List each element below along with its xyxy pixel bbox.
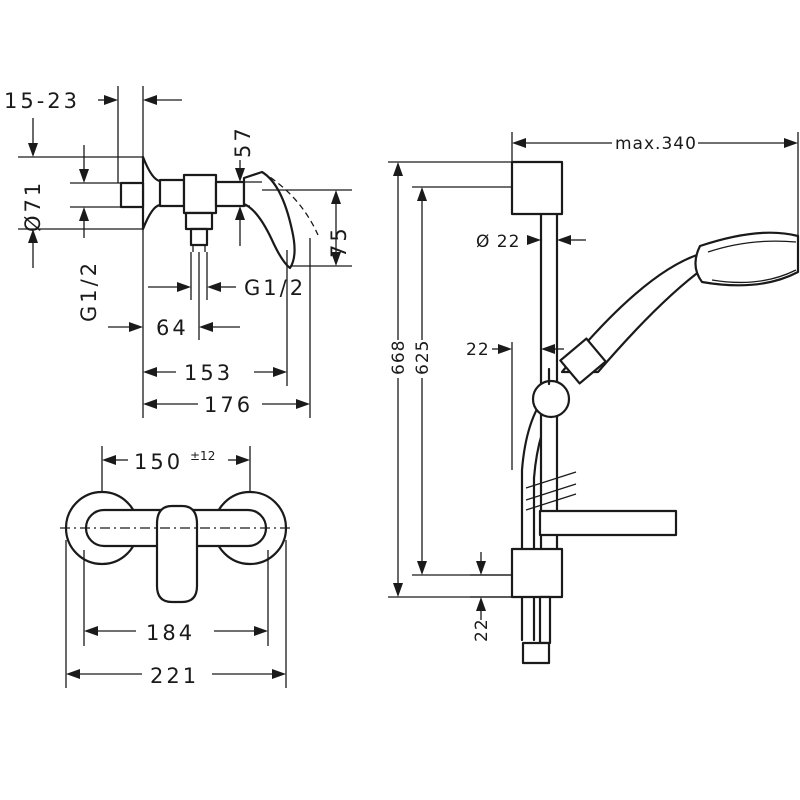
dim-thread-right: G1/2 [148,252,306,300]
label-668: 668 [389,340,409,375]
dim-22-bottom: 22 [470,552,512,642]
dim-57: 57 [224,125,262,246]
dim-184: 184 [83,550,269,646]
dim-thread-left: G1/2 [70,145,121,322]
label-thread-right: G1/2 [244,276,306,300]
dim-15-23: 15-23 [4,86,182,183]
dim-176: 176 [143,238,311,418]
dim-221: 221 [65,540,287,688]
label-22-top: 22 [466,340,490,360]
dim-dia-22: Ø 22 [476,232,586,252]
label-max-340: max.340 [615,134,697,154]
dim-22-top: 22 [466,340,564,470]
dim-max-340: max.340 [511,132,799,238]
label-221: 221 [150,664,199,688]
dim-153: 153 [143,250,288,386]
label-150: 150 [134,450,183,474]
label-dia-22: Ø 22 [476,232,520,252]
label-153: 153 [184,361,233,385]
label-184: 184 [146,621,195,645]
dim-64: 64 [108,229,240,418]
mixer-side-view [119,155,319,270]
dim-75: 75 [262,189,352,267]
mixer-front-view [60,490,292,604]
label-176: 176 [204,393,253,417]
label-thread-left: G1/2 [77,260,101,322]
label-15-23: 15-23 [4,89,80,113]
label-150-tolerance: ±12 [190,449,215,463]
label-75: 75 [327,225,351,258]
label-22-bottom: 22 [472,618,492,642]
label-57: 57 [231,125,255,158]
shower-rail-set [510,160,800,665]
dim-150: 150 ±12 [101,446,251,492]
dim-668: 668 [388,161,512,598]
label-625: 625 [413,340,433,375]
dim-dia-71: Ø71 [18,118,143,268]
label-dia-71: Ø71 [21,180,45,232]
label-64: 64 [156,316,189,340]
